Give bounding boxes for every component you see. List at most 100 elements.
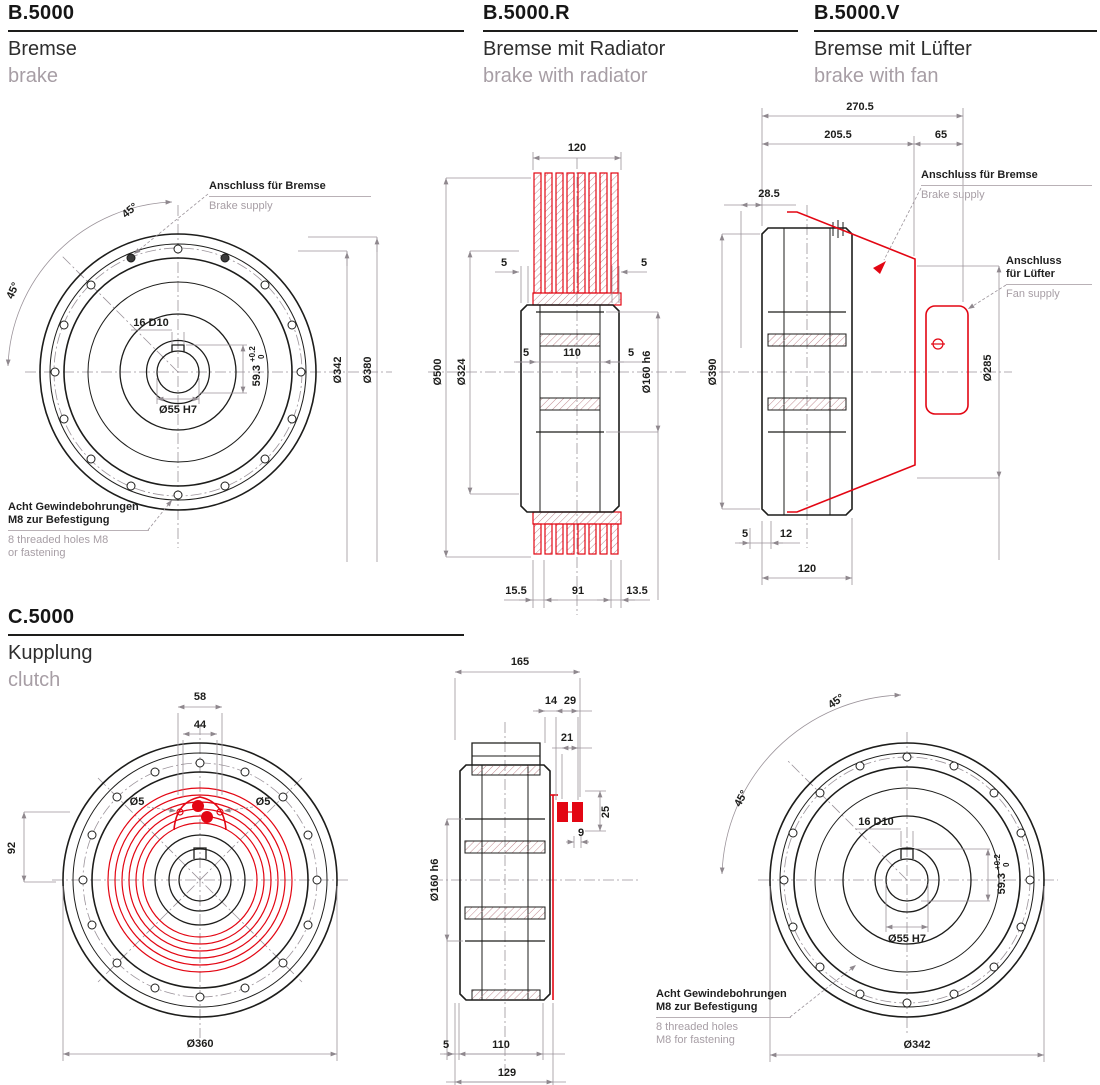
svg-text:12: 12 [780, 528, 792, 540]
svg-text:Ø55 H7: Ø55 H7 [888, 933, 926, 945]
section-code: B.5000.V [814, 2, 1097, 32]
svg-text:16 D10: 16 D10 [858, 816, 893, 828]
annotation-threads-right: Acht Gewindebohrungen M8 zur Befestigung… [656, 988, 791, 1047]
brake-section-body [761, 220, 853, 516]
leader-threads [147, 499, 173, 531]
annotation-de: M8 zur Befestigung [8, 514, 149, 531]
annotation-en: Brake supply [921, 189, 985, 201]
dim-angle: 45° [732, 788, 750, 808]
svg-text:21: 21 [561, 732, 573, 744]
section-title-de: Kupplung [8, 642, 93, 664]
svg-text:+0.2: +0.2 [993, 854, 1002, 870]
svg-text:44: 44 [194, 719, 207, 731]
svg-text:205.5: 205.5 [824, 129, 852, 141]
dim-92: 92 [6, 811, 70, 883]
dim-dia-360: Ø360 [62, 886, 338, 1061]
bolt-holes [50, 244, 306, 500]
dim-bottom-widths: 5 12 120 [735, 518, 853, 585]
svg-text:Ø324: Ø324 [456, 358, 468, 386]
radiator-fins-bottom [532, 511, 622, 555]
leader-brake-supply [133, 193, 209, 255]
clutch-supply-line [550, 794, 583, 1000]
dim-bottom-widths: 5 110 129 [440, 1003, 566, 1085]
section-code: B.5000 [8, 2, 464, 32]
dim-25-9: 25 9 [566, 790, 612, 848]
dim-top-165: 165 [454, 656, 581, 797]
annotation-en: Brake supply [209, 200, 273, 212]
svg-text:Ø342: Ø342 [904, 1039, 931, 1051]
svg-text:9: 9 [578, 827, 584, 839]
dim-angle: 45° [826, 692, 847, 711]
annotation-de: M8 zur Befestigung [656, 1001, 791, 1018]
annotation-en: Fan supply [1006, 288, 1060, 300]
brake-body-circles [39, 233, 317, 511]
svg-text:25: 25 [600, 806, 612, 818]
dim-14-29: 14 29 [533, 695, 592, 800]
leader-fan-supply [967, 284, 1007, 310]
svg-text:120: 120 [798, 563, 816, 575]
svg-text:14: 14 [545, 695, 558, 707]
drawing-clutch-front: 58 44 Ø5 Ø5 92 Ø360 [6, 691, 348, 1061]
svg-text:110: 110 [492, 1039, 510, 1051]
svg-text:Ø5: Ø5 [256, 796, 271, 808]
section-code: B.5000.R [483, 2, 798, 32]
svg-text:Ø360: Ø360 [187, 1038, 214, 1050]
dim-bottom-widths: 15.5 91 13.5 [504, 560, 650, 608]
annotation-threads-left: Acht Gewindebohrungen M8 zur Befestigung… [8, 501, 149, 560]
annotation-brake-supply: Anschluss für Bremse Brake supply [209, 180, 371, 213]
svg-text:16 D10: 16 D10 [133, 317, 168, 329]
drawing-brake-fan-section: 270.5 205.5 65 28.5 Ø390 Ø285 [700, 101, 1012, 585]
svg-text:91: 91 [572, 585, 584, 597]
svg-text:65: 65 [935, 129, 947, 141]
section-title-en: clutch [8, 669, 61, 691]
annotation-de: für Lüfter [1006, 268, 1092, 285]
svg-text:+0.2: +0.2 [248, 346, 257, 362]
svg-text:110: 110 [563, 347, 581, 359]
svg-text:5: 5 [742, 528, 748, 540]
dim-angle: 45° [120, 201, 140, 221]
svg-text:Ø5: Ø5 [130, 796, 145, 808]
red-arrow [873, 261, 886, 274]
svg-text:Ø342: Ø342 [332, 357, 344, 384]
port-dot [201, 811, 213, 823]
section-header-b5000v: B.5000.V Bremse mit Lüfter brake with fa… [814, 2, 1097, 88]
dim-lining-5: 5 5 [495, 257, 647, 303]
svg-text:29: 29 [564, 695, 576, 707]
centerlines [52, 724, 348, 1038]
dim-dia-285: Ø285 [917, 265, 1002, 560]
svg-text:Ø390: Ø390 [707, 359, 719, 386]
centerlines [700, 205, 1012, 548]
dim-diameters-right: Ø342 Ø380 [298, 236, 380, 562]
dim-width-120: 120 [532, 142, 622, 170]
section-title-en: brake with fan [814, 65, 939, 87]
dim-dia-160: Ø160 h6 [429, 818, 463, 1060]
dim-dia-342: Ø342 [769, 886, 1045, 1062]
svg-text:Ø285: Ø285 [982, 355, 994, 382]
dim-hub-5-110-5: 5 110 5 [514, 347, 648, 365]
svg-text:Ø160 h6: Ø160 h6 [429, 859, 441, 902]
svg-text:5: 5 [501, 257, 507, 269]
section-code: C.5000 [8, 606, 464, 636]
dim-dia-500: Ø500 [432, 177, 531, 558]
annotation-en: 8 threaded holes M8 [8, 534, 109, 546]
fan-cowl [787, 211, 969, 513]
centerlines [432, 722, 640, 1078]
svg-text:0: 0 [1002, 862, 1011, 867]
dim-bore: Ø55 H7 [885, 884, 929, 945]
svg-text:0: 0 [257, 354, 266, 359]
leader-threads [789, 964, 857, 1018]
section-title-de: Bremse [8, 38, 77, 60]
section-title-en: brake with radiator [483, 65, 648, 87]
bolt-holes [78, 758, 322, 1002]
drawing-clutch-section: 165 14 29 21 25 9 [429, 656, 640, 1085]
section-title-de: Bremse mit Lüfter [814, 38, 972, 60]
radiator-fins-top [532, 172, 622, 306]
port-dot [192, 800, 204, 812]
svg-text:15.5: 15.5 [505, 585, 526, 597]
svg-text:58: 58 [194, 691, 206, 703]
svg-text:5: 5 [641, 257, 647, 269]
dim-21: 21 [552, 732, 592, 799]
leader-brake-supply [883, 187, 922, 261]
